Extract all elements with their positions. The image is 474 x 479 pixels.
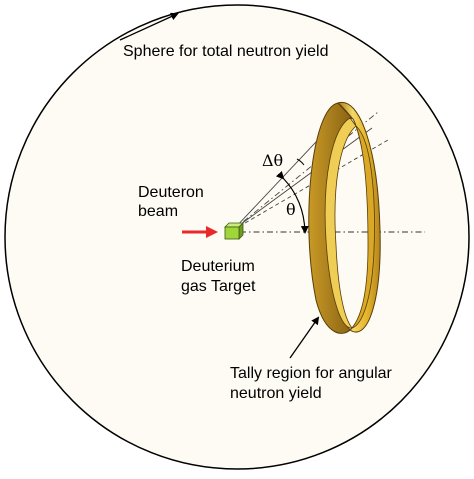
cone-line-center <box>232 111 379 231</box>
delta-theta-arc <box>296 158 305 166</box>
beam-label-line1: Deuteron <box>138 184 204 201</box>
delta-theta-label: Δθ <box>262 151 283 170</box>
beam-label-line2: beam <box>138 203 178 220</box>
green-cube-icon <box>224 222 244 240</box>
ring-back-face <box>350 125 375 329</box>
target-label-line1: Deuterium <box>181 258 255 275</box>
tally-label-line1: Tally region for angular <box>230 365 393 382</box>
tally-pointer-line <box>289 316 320 359</box>
sphere-label: Sphere for total neutron yield <box>123 43 328 60</box>
theta-label: θ <box>286 200 296 219</box>
cone-line-outer <box>232 139 389 231</box>
tally-ring <box>308 101 381 334</box>
target-label-line2: gas Target <box>181 278 256 295</box>
tally-label-line2: neutron yield <box>230 385 322 402</box>
red-arrow-icon <box>182 226 218 238</box>
sphere-pointer-line <box>119 12 179 41</box>
theta-arc <box>275 170 309 234</box>
